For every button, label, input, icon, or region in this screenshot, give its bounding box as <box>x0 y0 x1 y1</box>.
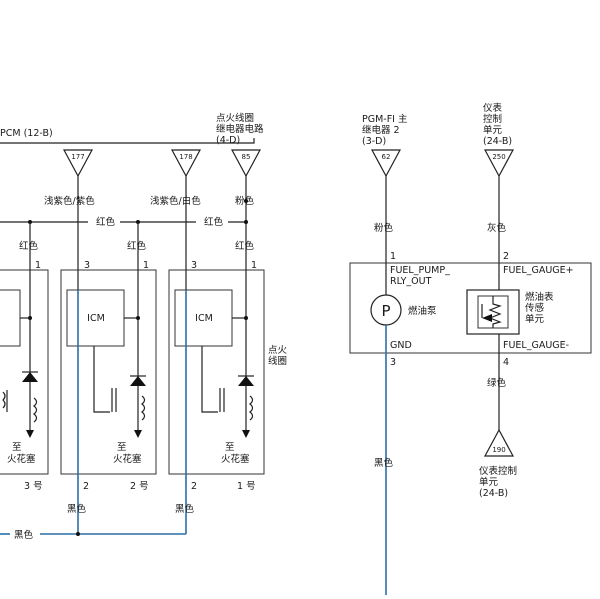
ignition-section: PCM (12-B) 点火线圈 继电器电路 (4-D) 177 178 85 浅… <box>0 112 288 541</box>
sensor-label-line2: 传感 <box>525 302 545 314</box>
sensor-label-line3: 单元 <box>525 313 545 325</box>
svg-text:62: 62 <box>382 153 391 161</box>
svg-text:85: 85 <box>242 153 251 161</box>
pcm-label: PCM (12-B) <box>0 128 53 139</box>
connector-177: 177 <box>62 149 94 178</box>
connector-190: 190 <box>483 428 515 457</box>
pgmfi-label-line3: (3-D) <box>362 136 386 147</box>
connector-250: 250 <box>483 149 515 178</box>
svg-text:178: 178 <box>179 153 192 161</box>
wire-label-black-1: 黑色 <box>67 503 87 515</box>
svg-text:3: 3 <box>84 260 90 271</box>
coil-number-2: 2 号 <box>130 481 149 492</box>
gnd-label: GND <box>390 340 412 351</box>
relay-label-line2: 继电器电路 <box>216 123 264 135</box>
fuel-pump-relay-out-line2: RLY_OUT <box>390 276 432 287</box>
meter-top-label-line4: (24-B) <box>483 136 512 147</box>
connector-62: 62 <box>370 149 402 178</box>
ignition-coil-label-2: 线圈 <box>268 355 287 367</box>
relay-label-line3: (4-D) <box>216 135 240 146</box>
svg-text:火花塞: 火花塞 <box>221 453 250 465</box>
svg-text:177: 177 <box>71 153 84 161</box>
svg-text:190: 190 <box>492 446 505 454</box>
meter-bottom-label-line3: (24-B) <box>479 488 508 499</box>
svg-text:2: 2 <box>191 481 197 492</box>
coil-number-1: 1 号 <box>237 481 256 492</box>
wire-label-green: 绿色 <box>487 377 507 389</box>
coil-number-3: 3 号 <box>24 481 43 492</box>
meter-top-label-line1: 仪表 <box>483 102 503 114</box>
svg-text:1: 1 <box>390 251 396 262</box>
wire-label-gray: 灰色 <box>487 222 507 234</box>
fuel-gauge-sensor-symbol <box>466 289 520 335</box>
meter-top-label-line2: 控制 <box>483 113 502 125</box>
pcm-bracket <box>0 138 255 144</box>
connector-85: 85 <box>230 149 262 178</box>
fuel-section: PGM-FI 主 继电器 2 (3-D) 仪表 控制 单元 (24-B) 62 … <box>349 102 592 595</box>
svg-text:1: 1 <box>143 260 149 271</box>
svg-text:P: P <box>381 302 390 320</box>
fuel-unit-box <box>349 262 592 354</box>
wire-label-red-bus1: 红色 <box>96 216 116 228</box>
wire-label-black-fuel: 黑色 <box>374 457 394 469</box>
svg-text:火花塞: 火花塞 <box>7 453 36 465</box>
wire-label-black-2: 黑色 <box>175 503 195 515</box>
fuel-gauge-minus: FUEL_GAUGE- <box>503 340 569 351</box>
svg-text:1: 1 <box>251 260 257 271</box>
sensor-label-line1: 燃油表 <box>525 291 554 303</box>
svg-text:至: 至 <box>117 442 127 453</box>
svg-text:3: 3 <box>390 357 396 368</box>
wire-label-lp-white: 浅紫色/白色 <box>150 195 201 207</box>
connector-178: 178 <box>170 149 202 178</box>
icm-label-1: ICM <box>195 313 213 324</box>
wire-label-lp-purple: 浅紫色/紫色 <box>44 195 95 207</box>
ignition-coil-3: 至 火花塞 3 号 <box>0 269 49 492</box>
wire-label-red-drop1: 红色 <box>19 240 39 252</box>
svg-text:250: 250 <box>492 153 505 161</box>
svg-text:至: 至 <box>225 442 235 453</box>
meter-bottom-label-line2: 单元 <box>479 476 499 488</box>
svg-text:火花塞: 火花塞 <box>113 453 142 465</box>
ignition-coil-label-1: 点火 <box>268 345 288 356</box>
meter-bottom-label-line1: 仪表控制 <box>479 465 517 477</box>
wire-label-pink-fuel: 粉色 <box>374 222 394 234</box>
svg-text:至: 至 <box>12 442 22 453</box>
svg-text:3: 3 <box>191 260 197 271</box>
meter-top-label-line3: 单元 <box>483 124 503 136</box>
wire-label-red-drop3: 红色 <box>235 240 255 252</box>
svg-text:1: 1 <box>35 260 41 271</box>
relay-label-line1: 点火线圈 <box>216 112 254 124</box>
fuel-pump-relay-out-line1: FUEL_PUMP_ <box>390 265 450 276</box>
svg-text:2: 2 <box>83 481 89 492</box>
svg-text:2: 2 <box>503 251 509 262</box>
ignition-coil-2: ICM 至 火花塞 2 号 <box>60 269 157 492</box>
wire-label-red-bus2: 红色 <box>204 216 224 228</box>
icm-label-2: ICM <box>87 313 105 324</box>
wire-label-black-bus: 黑色 <box>14 529 34 541</box>
fuel-pump-label: 燃油泵 <box>408 305 437 317</box>
pgmfi-label-line2: 继电器 2 <box>362 124 400 136</box>
pgmfi-label-line1: PGM-FI 主 <box>362 113 408 125</box>
ignition-coil-1: ICM 至 火花塞 1 号 <box>168 269 265 492</box>
svg-text:4: 4 <box>503 357 509 368</box>
wire-label-red-drop2: 红色 <box>127 240 147 252</box>
fuel-gauge-plus: FUEL_GAUGE+ <box>503 265 574 276</box>
fuel-pump-symbol: P <box>370 294 402 326</box>
